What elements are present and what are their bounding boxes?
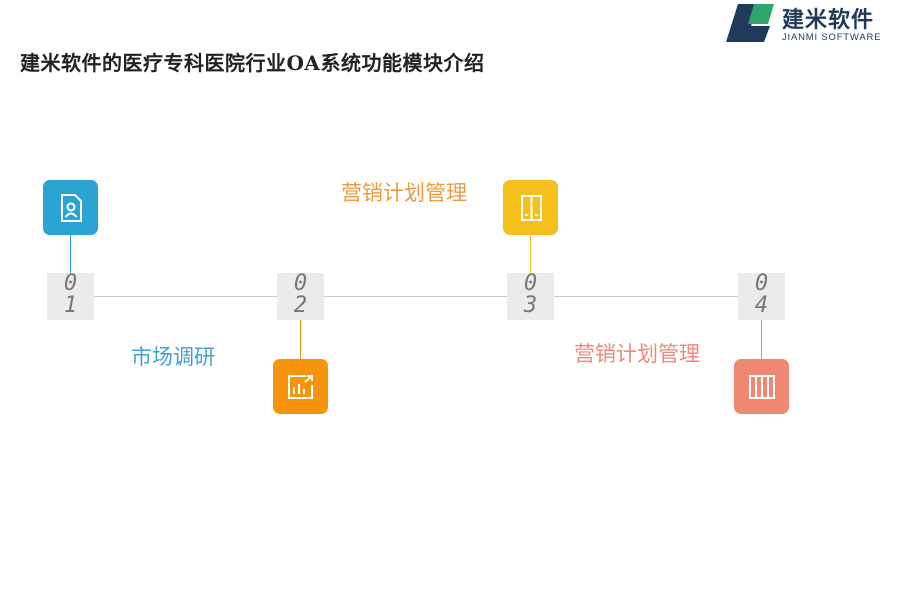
step-4-number: 0 4: [738, 273, 785, 320]
logo-mark-icon: [726, 4, 774, 42]
step-1-digit-2: 1: [63, 293, 78, 318]
step-4-digit-1: 0: [754, 271, 769, 296]
step-1-label: 市场调研: [131, 345, 215, 369]
step-4-digit-2: 4: [754, 293, 769, 318]
step-2-digit-2: 2: [293, 293, 308, 318]
step-3-digit-2: 3: [523, 293, 538, 318]
timeline-line: [70, 296, 762, 297]
step-3-label: 营销计划管理: [341, 181, 467, 205]
step-1-number: 0 1: [47, 273, 94, 320]
step-4-connector: [761, 320, 762, 359]
step-1-connector: [70, 235, 71, 273]
step-2-icon-box: [273, 359, 328, 414]
step-2-connector: [300, 320, 301, 359]
step-4-icon-box: [734, 359, 789, 414]
step-3-number: 0 3: [507, 273, 554, 320]
brand-logo: 建米软件 JIANMI SOFTWARE: [724, 0, 900, 48]
profile-document-icon: [60, 193, 82, 222]
tablet-split-icon: [520, 194, 542, 221]
step-1-digit-1: 0: [63, 271, 78, 296]
step-2-digit-1: 0: [293, 271, 308, 296]
logo-subtitle: JIANMI SOFTWARE: [782, 32, 882, 43]
step-4-label: 营销计划管理: [574, 342, 700, 366]
library-books-icon: [748, 374, 775, 399]
step-3-digit-1: 0: [523, 271, 538, 296]
page-title: 建米软件的医疗专科医院行业OA系统功能模块介绍: [20, 51, 485, 75]
logo-name: 建米软件: [782, 8, 875, 33]
step-3-connector: [530, 235, 531, 273]
step-1-icon-box: [43, 180, 98, 235]
step-3-icon-box: [503, 180, 558, 235]
chart-export-icon: [287, 374, 313, 399]
step-2-number: 0 2: [277, 273, 324, 320]
